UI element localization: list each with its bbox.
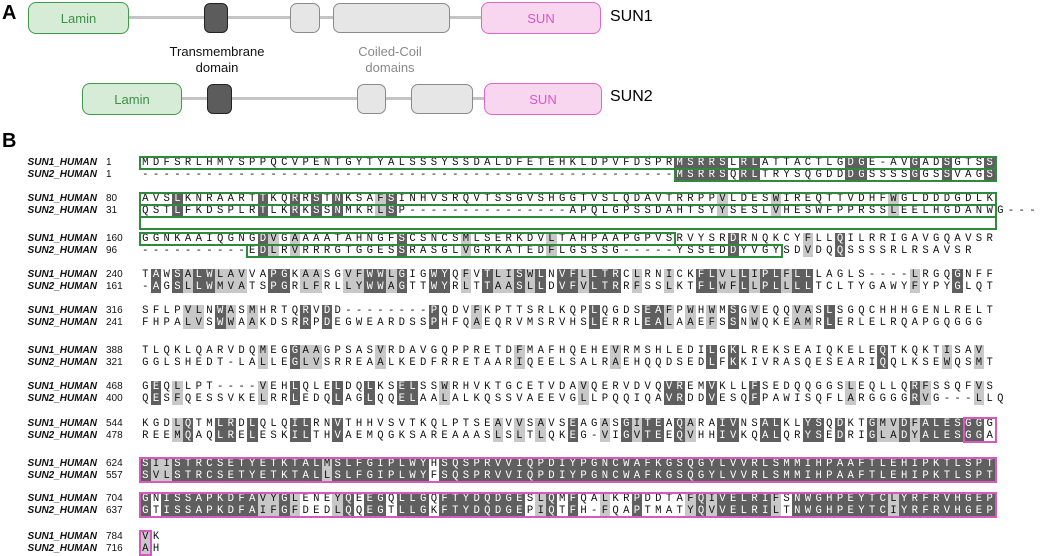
sequence-name: SUN2_HUMAN bbox=[27, 470, 97, 481]
sequence-start-position: 161 bbox=[106, 281, 123, 292]
sequence-name: SUN1_HUMAN bbox=[27, 458, 97, 469]
sun2-lamin-label: Lamin bbox=[114, 91, 150, 107]
sequence-start-position: 160 bbox=[106, 233, 123, 244]
sequence-start-position: 716 bbox=[106, 543, 123, 554]
sequence-name: SUN2_HUMAN bbox=[27, 505, 97, 516]
sequence-name: SUN1_HUMAN bbox=[27, 193, 97, 204]
sun2-backbone bbox=[178, 97, 488, 100]
transmembrane-domain-note: Transmembrane domain bbox=[169, 44, 265, 75]
sequence-start-position: 624 bbox=[106, 458, 123, 469]
sequence-start-position: 478 bbox=[106, 430, 123, 441]
sun1-coiled-coil-1 bbox=[290, 3, 320, 33]
sequence-name: SUN2_HUMAN bbox=[27, 205, 97, 216]
sequence-start-position: 96 bbox=[106, 245, 118, 256]
sequence-name: SUN1_HUMAN bbox=[27, 269, 97, 280]
sequence-start-position: 316 bbox=[106, 305, 123, 316]
sun2-coiled-coil-2 bbox=[411, 84, 473, 114]
sequence-start-position: 557 bbox=[106, 470, 123, 481]
sequence-name: SUN1_HUMAN bbox=[27, 493, 97, 504]
sun2-transmembrane-domain bbox=[207, 84, 232, 114]
sun1-lamin-domain: Lamin bbox=[28, 2, 129, 34]
sun2-sun-domain: SUN bbox=[484, 83, 602, 115]
coiled-coil-domains-note: Coiled-Coil domains bbox=[358, 44, 422, 75]
sun1-sun-domain: SUN bbox=[481, 2, 601, 34]
sequence-start-position: 704 bbox=[106, 493, 123, 504]
sequence-start-position: 1 bbox=[106, 157, 112, 168]
sun2-sun-label: SUN bbox=[529, 91, 557, 107]
sequence-name: SUN2_HUMAN bbox=[27, 543, 97, 554]
sun2-protein-label: SUN2 bbox=[610, 88, 653, 105]
sun2-lamin-domain: Lamin bbox=[82, 83, 182, 115]
sequence-start-position: 468 bbox=[106, 381, 123, 392]
sun1-protein-label: SUN1 bbox=[610, 8, 653, 25]
sequence-start-position: 388 bbox=[106, 345, 123, 356]
sequence-start-position: 784 bbox=[106, 531, 123, 542]
sequence-name: SUN2_HUMAN bbox=[27, 393, 97, 404]
sequence-name: SUN2_HUMAN bbox=[27, 430, 97, 441]
sequence-start-position: 400 bbox=[106, 393, 123, 404]
sequence-start-position: 80 bbox=[106, 193, 118, 204]
sequence-name: SUN1_HUMAN bbox=[27, 157, 97, 168]
sequence-name: SUN2_HUMAN bbox=[27, 357, 97, 368]
sun2-coiled-coil-1 bbox=[357, 84, 386, 114]
sequence-name: SUN1_HUMAN bbox=[27, 345, 97, 356]
sequence-start-position: 1 bbox=[106, 169, 112, 180]
sequence-name: SUN2_HUMAN bbox=[27, 169, 97, 180]
sequence-start-position: 241 bbox=[106, 317, 123, 328]
sequence-name: SUN1_HUMAN bbox=[27, 305, 97, 316]
sequence-start-position: 544 bbox=[106, 418, 123, 429]
sequence-name: SUN2_HUMAN bbox=[27, 245, 97, 256]
aligned-sequence: ----------------------------------------… bbox=[140, 169, 995, 181]
sun1-transmembrane-domain bbox=[204, 3, 228, 33]
sequence-name: SUN1_HUMAN bbox=[27, 531, 97, 542]
sequence-start-position: 321 bbox=[106, 357, 123, 368]
sequence-name: SUN1_HUMAN bbox=[27, 381, 97, 392]
sequence-start-position: 31 bbox=[106, 205, 118, 216]
sun1-sun-label: SUN bbox=[527, 10, 555, 26]
sequence-name: SUN2_HUMAN bbox=[27, 317, 97, 328]
panel-b-letter: B bbox=[2, 130, 17, 152]
sequence-start-position: 240 bbox=[106, 269, 123, 280]
panel-a-letter: A bbox=[2, 2, 17, 24]
sequence-name: SUN1_HUMAN bbox=[27, 418, 97, 429]
sun1-lamin-label: Lamin bbox=[60, 10, 97, 26]
sequence-name: SUN1_HUMAN bbox=[27, 233, 97, 244]
sequence-name: SUN2_HUMAN bbox=[27, 281, 97, 292]
sequence-start-position: 637 bbox=[106, 505, 123, 516]
sun1-coiled-coil-2 bbox=[333, 3, 450, 33]
